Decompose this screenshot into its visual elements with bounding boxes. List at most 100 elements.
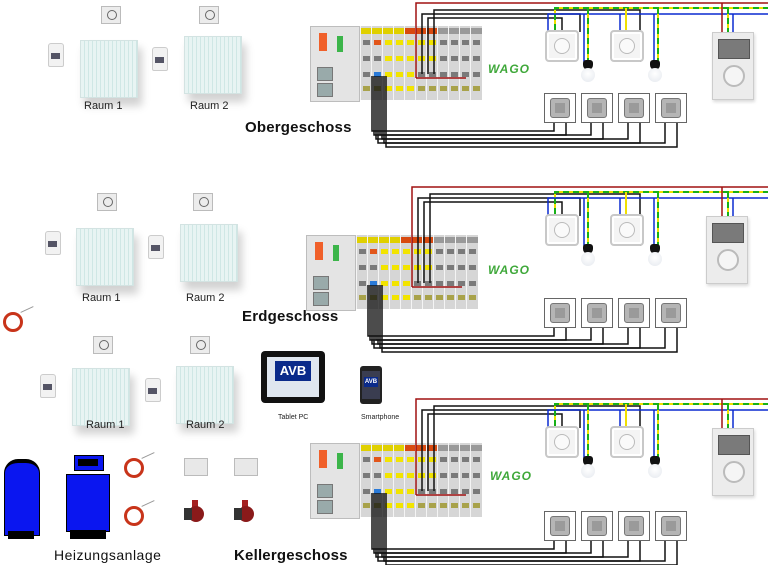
terminal xyxy=(407,40,414,45)
terminal xyxy=(469,249,476,254)
room-label: Raum 1 xyxy=(86,419,125,431)
terminal xyxy=(469,295,476,300)
light-switch xyxy=(544,298,576,328)
floor-label: Erdgeschoss xyxy=(242,308,339,325)
lamp xyxy=(648,60,662,82)
terminal xyxy=(447,281,454,286)
ethernet-port xyxy=(317,67,333,81)
terminal xyxy=(359,281,366,286)
terminal xyxy=(414,281,421,286)
neutral-wire xyxy=(547,13,768,32)
terminal xyxy=(462,489,469,494)
room-thermostat xyxy=(101,6,121,24)
circulation-pump xyxy=(184,500,206,526)
terminal xyxy=(436,281,443,286)
terminal xyxy=(396,72,403,77)
plc-controller xyxy=(310,26,360,102)
light-switch xyxy=(581,93,613,123)
module-header xyxy=(471,445,482,451)
smartphone: AVB xyxy=(360,366,382,404)
io-module xyxy=(360,443,372,517)
terminal xyxy=(440,503,447,508)
dip-switch xyxy=(319,450,327,468)
radiator xyxy=(180,224,238,282)
boiler-base xyxy=(70,530,106,539)
terminal xyxy=(407,72,414,77)
terminal xyxy=(396,40,403,45)
terminal xyxy=(429,473,436,478)
terminal xyxy=(451,86,458,91)
thermostat-display xyxy=(718,39,750,59)
thermostatic-valve-head xyxy=(45,231,61,255)
terminal xyxy=(436,265,443,270)
radiator xyxy=(176,366,234,424)
io-module xyxy=(356,235,368,309)
module-header xyxy=(405,28,416,34)
terminal xyxy=(458,281,465,286)
bulb-icon xyxy=(648,68,662,82)
terminal xyxy=(418,503,425,508)
module-header xyxy=(390,237,401,243)
terminal xyxy=(418,72,425,77)
lamp-socket xyxy=(583,244,593,254)
lamp-socket xyxy=(583,456,593,466)
terminal xyxy=(462,56,469,61)
earth-wire xyxy=(554,7,768,30)
terminal xyxy=(440,473,447,478)
terminal xyxy=(429,72,436,77)
power-socket xyxy=(545,30,579,62)
terminal xyxy=(418,473,425,478)
terminal xyxy=(363,489,370,494)
terminal xyxy=(451,72,458,77)
terminal xyxy=(396,56,403,61)
room-thermostat xyxy=(93,336,113,354)
wago-logo: WAGO xyxy=(490,469,532,483)
terminal xyxy=(374,503,381,508)
room-thermostat xyxy=(97,193,117,211)
bulb-icon xyxy=(581,252,595,266)
wall-thermostat xyxy=(712,428,754,496)
terminal xyxy=(396,457,403,462)
thermostat-display xyxy=(718,435,750,455)
lamp xyxy=(581,60,595,82)
module-header xyxy=(401,237,412,243)
boiler-display xyxy=(78,459,98,466)
wall-thermostat xyxy=(712,32,754,100)
terminal xyxy=(407,489,414,494)
bulb-icon xyxy=(581,68,595,82)
power-socket xyxy=(545,426,579,458)
terminal xyxy=(473,457,480,462)
thermostat-knob xyxy=(723,65,745,87)
lamp xyxy=(581,244,595,266)
room-label: Raum 2 xyxy=(186,292,225,304)
module-header xyxy=(361,445,372,451)
terminal xyxy=(451,473,458,478)
terminal xyxy=(385,457,392,462)
module-header xyxy=(361,28,372,34)
module-header xyxy=(379,237,390,243)
terminal xyxy=(451,503,458,508)
lamp-socket xyxy=(650,60,660,70)
terminal xyxy=(473,72,480,77)
module-header xyxy=(405,445,416,451)
lamp xyxy=(648,456,662,478)
wago-logo: WAGO xyxy=(488,263,530,277)
plc-controller xyxy=(306,235,356,311)
light-switch xyxy=(581,298,613,328)
terminal xyxy=(418,86,425,91)
floor-label: Obergeschoss xyxy=(245,119,352,136)
terminal xyxy=(462,457,469,462)
terminal xyxy=(374,56,381,61)
room-thermostat xyxy=(190,336,210,354)
terminal xyxy=(403,249,410,254)
terminal xyxy=(385,489,392,494)
module-header xyxy=(372,445,383,451)
tablet: AVB xyxy=(261,351,325,403)
module-header xyxy=(357,237,368,243)
terminal xyxy=(473,56,480,61)
terminal xyxy=(425,295,432,300)
module-header xyxy=(372,28,383,34)
status-led xyxy=(337,453,343,469)
terminal xyxy=(381,265,388,270)
terminal xyxy=(429,40,436,45)
